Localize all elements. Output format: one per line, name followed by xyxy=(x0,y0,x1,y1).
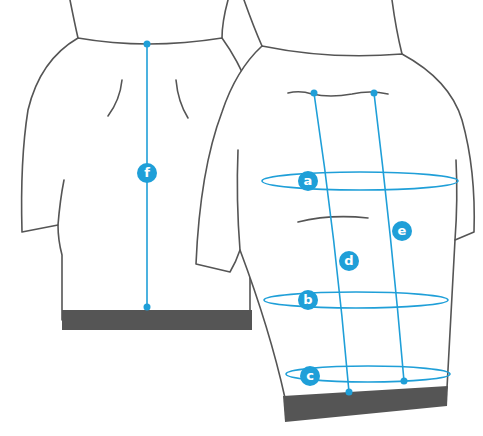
chest-line xyxy=(298,217,368,222)
callout-letter: b xyxy=(298,290,318,310)
front-sleeve-seam xyxy=(237,150,456,250)
callout-letter: a xyxy=(298,171,318,191)
back-waistband xyxy=(62,310,252,330)
back-neck xyxy=(70,0,228,38)
end-dot xyxy=(401,378,408,385)
front-waistband xyxy=(283,386,448,422)
chest-girth xyxy=(262,172,458,190)
waist-girth xyxy=(264,292,448,308)
length-line-d xyxy=(314,93,349,392)
callout-letter: f xyxy=(137,163,157,183)
shoulder-blade xyxy=(108,80,188,118)
callout-letter: c xyxy=(300,366,320,386)
front-neck xyxy=(244,0,402,54)
end-dot xyxy=(144,304,151,311)
end-dot xyxy=(144,41,151,48)
callout-letter: e xyxy=(392,221,412,241)
end-dot xyxy=(346,389,353,396)
front-shirt xyxy=(196,46,474,398)
back-sleeve xyxy=(58,180,64,225)
end-dot xyxy=(371,90,378,97)
end-dot xyxy=(311,90,318,97)
callout-letter: d xyxy=(339,251,359,271)
